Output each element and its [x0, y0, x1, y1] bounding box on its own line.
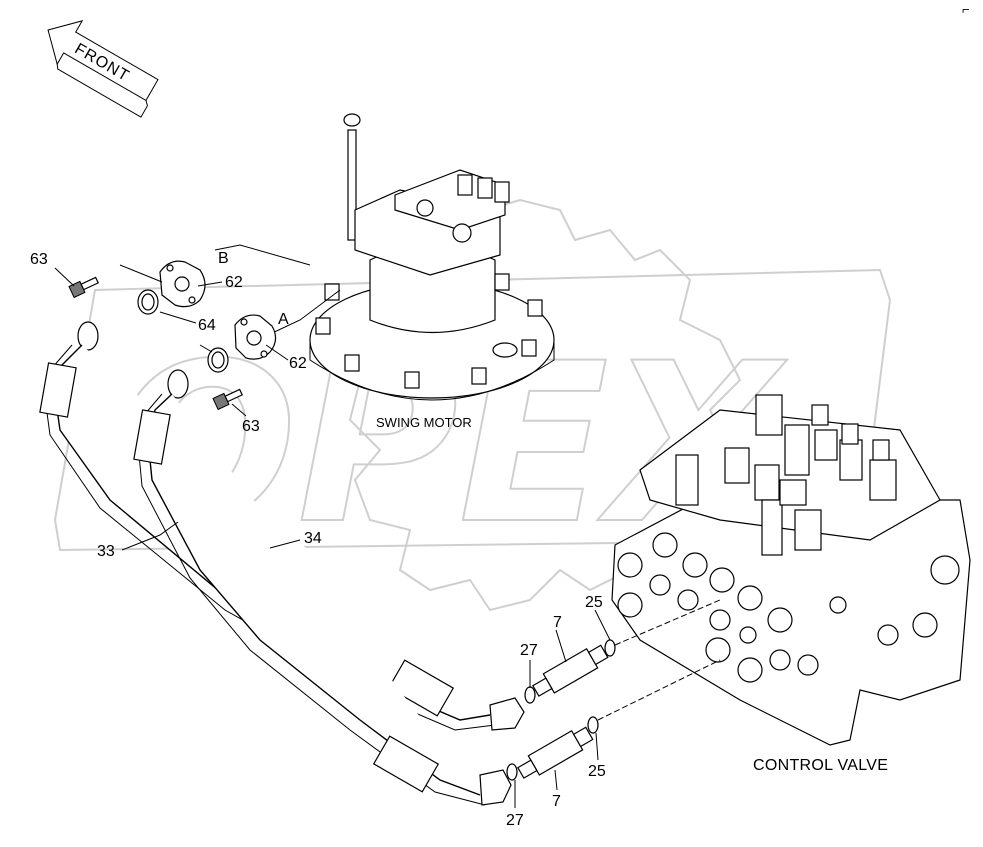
o-ring-27-lower	[506, 763, 518, 781]
callout-leaders	[54, 264, 611, 808]
front-arrow: FRONT	[47, 20, 159, 118]
svg-text:⌐: ⌐	[962, 2, 970, 17]
control-valve-caption: CONTROL VALVE	[753, 757, 888, 774]
control-valve: CONTROL VALVE	[611, 394, 971, 774]
adapter-lower	[517, 726, 594, 779]
callout-62-lower: 62	[289, 355, 307, 372]
callout-63-lower: 63	[242, 418, 260, 435]
adapter-upper	[532, 644, 609, 697]
flange-lower	[234, 314, 277, 360]
o-ring-27-upper	[524, 686, 536, 704]
callout-27-lower: 27	[506, 812, 524, 829]
o-ring-25-upper	[604, 639, 616, 657]
swing-motor-caption: SWING MOTOR	[376, 415, 472, 430]
callout-63-upper: 63	[30, 251, 48, 268]
callout-7-lower: 7	[552, 793, 561, 810]
valve-spools	[675, 394, 897, 556]
callout-25-lower: 25	[588, 763, 606, 780]
callout-7-upper: 7	[553, 614, 562, 631]
swing-motor: SWING MOTOR	[309, 113, 555, 430]
bolt-lower	[212, 388, 243, 411]
o-ring-25-lower	[587, 716, 599, 734]
callout-33: 33	[97, 543, 115, 560]
motor-bolts	[315, 273, 543, 389]
callout-62-upper: 62	[225, 274, 243, 291]
callout-27-upper: 27	[520, 642, 538, 659]
callout-34: 34	[304, 530, 322, 547]
callout-64: 64	[198, 317, 216, 334]
leader-a	[267, 289, 341, 336]
callout-25-upper: 25	[585, 594, 603, 611]
hose-34	[133, 369, 512, 806]
flange-upper	[159, 260, 206, 308]
valve-ports	[617, 532, 960, 683]
port-a-label: A	[278, 311, 289, 328]
leader-b	[214, 244, 311, 266]
port-b-label: B	[218, 250, 229, 267]
